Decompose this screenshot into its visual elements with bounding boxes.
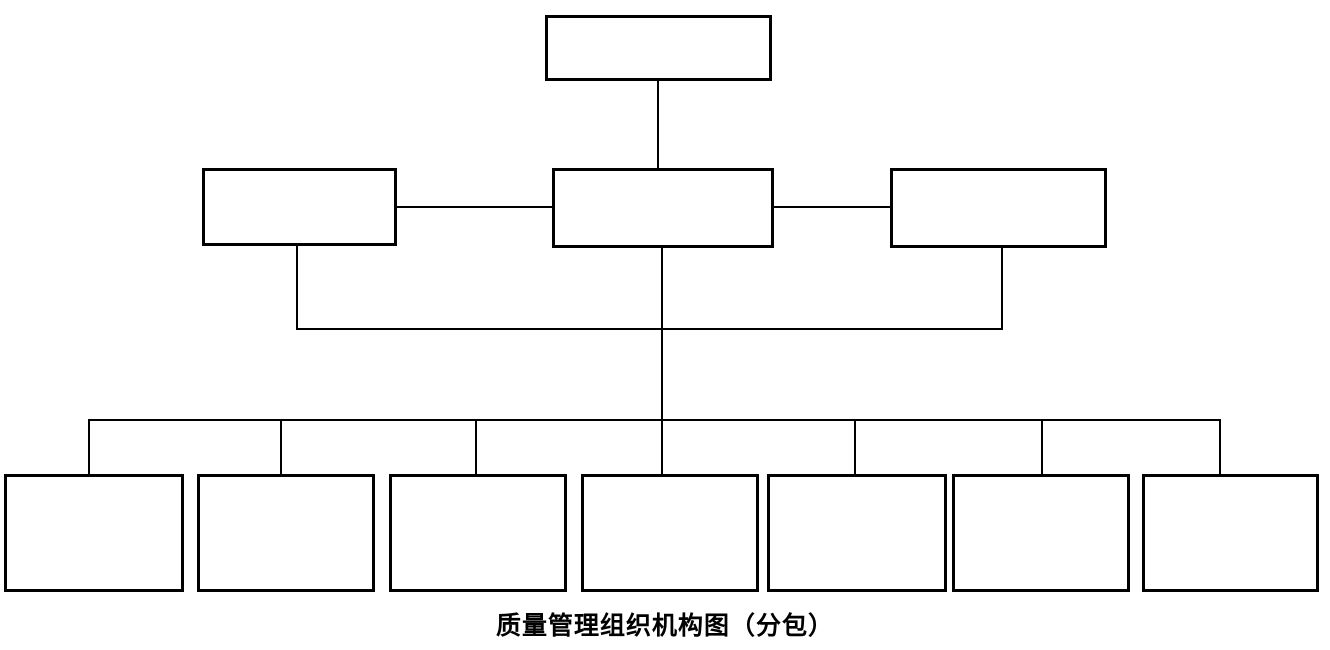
connector-center-to-right-line bbox=[771, 206, 892, 208]
connector-bottom-drop-3-line bbox=[475, 419, 477, 475]
org-box-bottom-2 bbox=[197, 474, 375, 592]
connector-left-to-center-line bbox=[394, 206, 554, 208]
connector-bottom-drop-1-line bbox=[88, 419, 90, 475]
connector-bottom-drop-6-line bbox=[1041, 419, 1043, 475]
org-box-bottom-7 bbox=[1142, 474, 1319, 592]
connector-distribution-line bbox=[88, 419, 1221, 421]
connector-bottom-drop-7-line bbox=[1219, 419, 1221, 475]
org-box-second-row-right bbox=[890, 168, 1107, 248]
org-box-bottom-6 bbox=[952, 474, 1130, 592]
connector-crossbar-line bbox=[296, 328, 1003, 330]
connector-root-to-center-line bbox=[657, 78, 659, 170]
org-box-bottom-1 bbox=[4, 474, 184, 592]
connector-bottom-drop-5-line bbox=[854, 419, 856, 475]
connector-bottom-drop-2-line bbox=[280, 419, 282, 475]
org-box-root bbox=[545, 15, 772, 81]
connector-center-trunk-line bbox=[661, 245, 663, 476]
org-box-second-row-center bbox=[552, 168, 774, 248]
org-box-bottom-5 bbox=[767, 474, 947, 592]
org-box-bottom-3 bbox=[389, 474, 567, 592]
connector-left-drop-line bbox=[296, 243, 298, 330]
org-box-bottom-4 bbox=[581, 474, 759, 592]
diagram-caption: 质量管理组织机构图（分包） bbox=[495, 613, 834, 640]
org-box-second-row-left bbox=[202, 168, 397, 246]
connector-right-drop-line bbox=[1001, 245, 1003, 330]
